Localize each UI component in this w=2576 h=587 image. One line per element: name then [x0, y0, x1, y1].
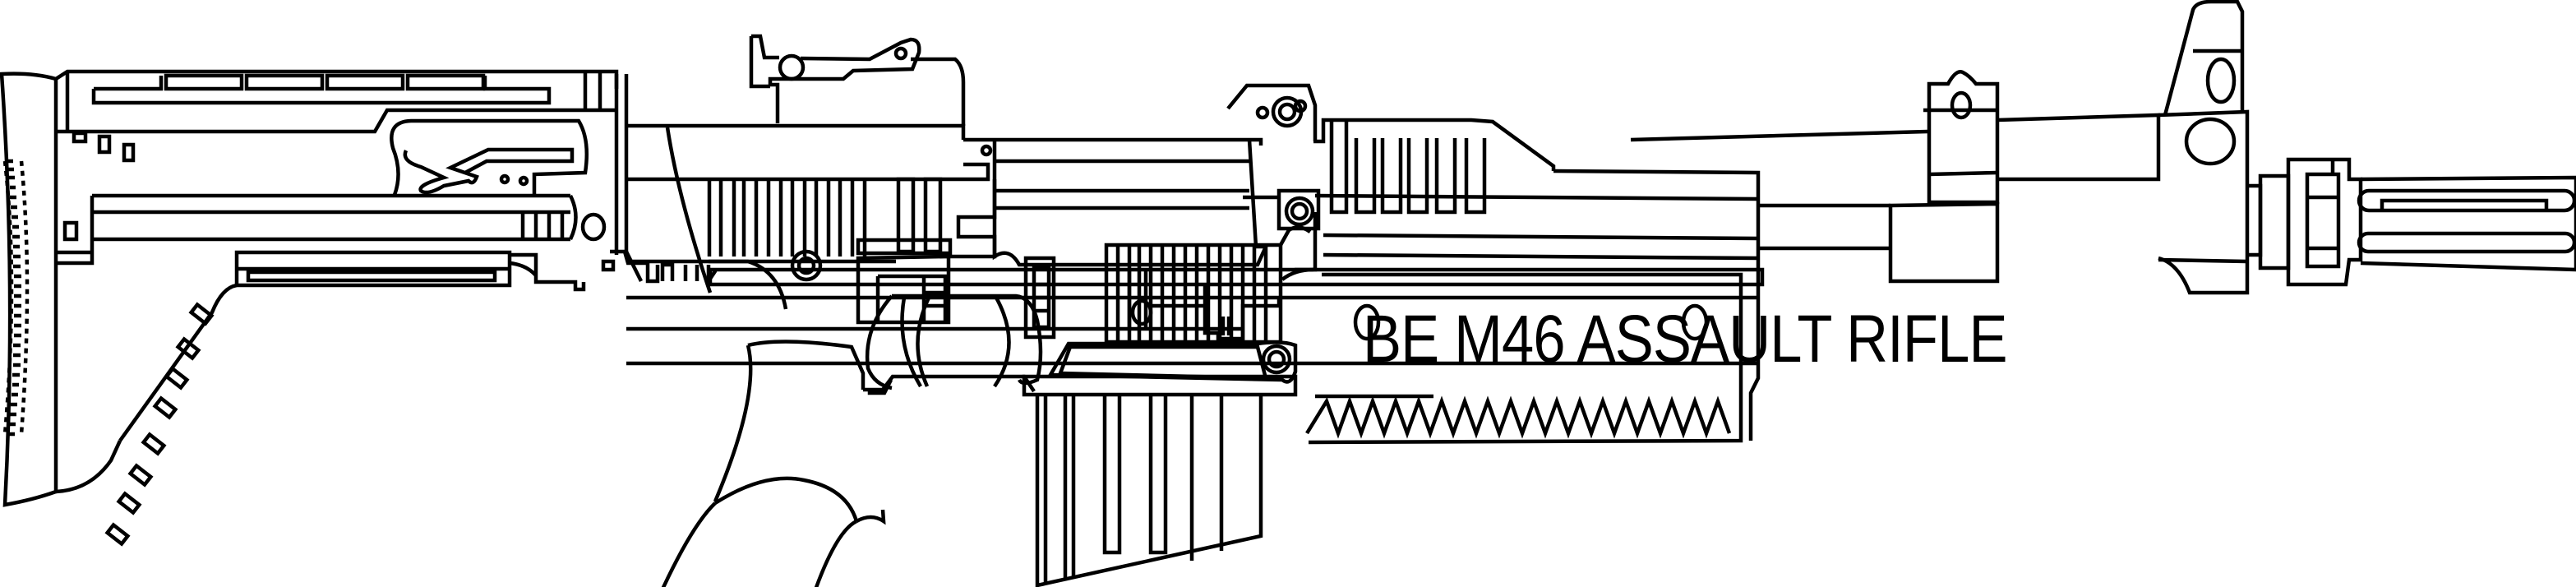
handguard — [1281, 169, 1761, 445]
muzzle-brake — [2247, 157, 2576, 287]
rear-sight — [749, 34, 966, 126]
stock-ribs — [104, 302, 215, 547]
stock-body — [54, 69, 619, 547]
pistol-grip — [661, 344, 886, 587]
barrel — [1923, 108, 2161, 182]
buttstock — [0, 72, 58, 507]
magazine — [1022, 225, 1312, 587]
figure-title: BE M46 ASSAULT RIFLE — [1363, 302, 2008, 377]
cheek-rest — [390, 118, 589, 196]
receiver — [614, 74, 1765, 366]
butt-pad-ribbing — [2, 159, 30, 437]
top-rail — [1295, 118, 1928, 272]
trigger-group — [610, 238, 1056, 395]
trigger-guard — [747, 294, 1043, 395]
front-sight — [2158, 0, 2250, 295]
receiver-slats — [626, 144, 997, 264]
gas-block — [1758, 70, 2000, 284]
